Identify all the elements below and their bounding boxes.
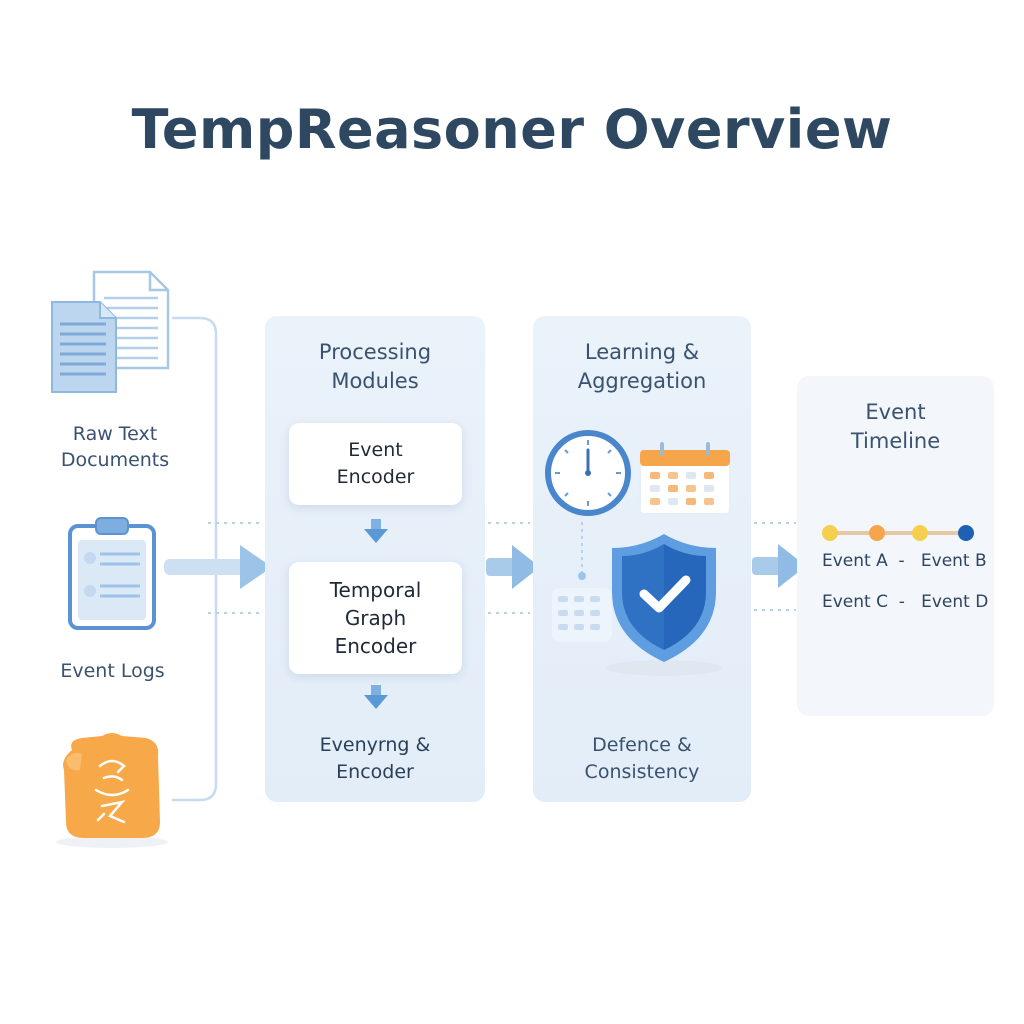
down-arrow-icon <box>364 685 388 709</box>
event-timeline-panel: Event Timeline <box>797 376 994 716</box>
event-timeline-title: Event Timeline <box>850 400 941 453</box>
down-arrow-icon <box>364 519 388 543</box>
learning-bottom-label: Defence & Consistency <box>584 734 700 783</box>
timeline-row-1: Event A - Event B <box>822 551 987 571</box>
raw-text-documents-label: Raw Text Documents <box>60 423 170 471</box>
event-encoder-card: Event Encoder <box>289 423 462 505</box>
arrow-shaft <box>164 559 244 575</box>
faint-grid-icon <box>552 522 612 642</box>
arrow-head <box>778 544 806 588</box>
arrow-shaft <box>752 557 782 575</box>
page-title: TempReasoner Overview <box>131 98 893 161</box>
clipboard-icon <box>68 517 156 630</box>
arrow-head <box>240 545 272 589</box>
arrow-head <box>512 545 540 589</box>
timeline-dot <box>869 525 885 541</box>
processing-modules-panel: Processing Modules Evenyrng & Encoder <box>265 316 485 802</box>
timeline-track <box>822 525 974 541</box>
processing-bottom-label: Evenyrng & Encoder <box>319 734 431 783</box>
processing-modules-title: Processing Modules <box>318 340 432 393</box>
event-logs-label: Event Logs <box>60 660 165 682</box>
arrow-shaft <box>486 558 516 576</box>
clock-icon <box>545 430 631 516</box>
database-icon <box>56 733 168 848</box>
timeline-dot <box>822 525 838 541</box>
timeline-dot <box>912 525 928 541</box>
temporal-graph-encoder-card: Temporal Graph Encoder <box>289 562 462 674</box>
learning-aggregation-title: Learning & Aggregation <box>577 340 707 393</box>
timeline-row-2: Event C - Event D <box>822 592 989 612</box>
calendar-icon <box>639 442 731 515</box>
timeline-dot <box>958 525 974 541</box>
shield-check-icon <box>606 534 722 676</box>
documents-icon <box>51 270 170 393</box>
